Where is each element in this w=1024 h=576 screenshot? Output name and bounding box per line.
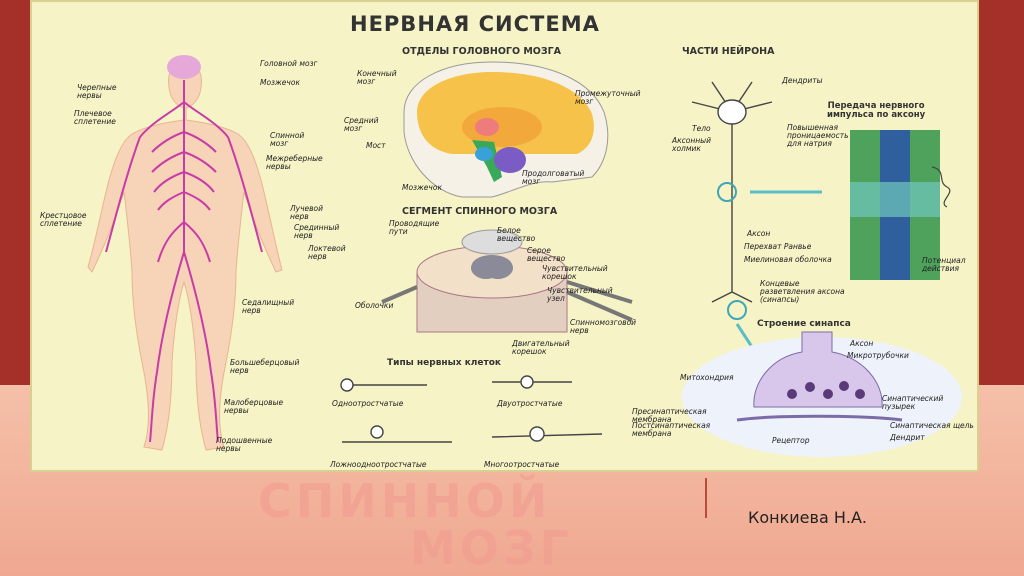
label-plantar-nerves: Подошвенные нервы [216,436,273,453]
label-synaptic-vesicle: Синаптический пузырек [882,394,944,411]
label-cerebellum: Мозжечок [260,78,300,87]
label-spinal-nerve: Спинномозговой нерв [570,318,637,335]
label-axon-terminals: Концевые разветвления аксона (синапсы) [760,279,845,304]
label-sciatic-nerve: Седалищный нерв [242,298,295,315]
label-dendrites: Дендриты [782,76,823,85]
label-white-matter: Белое вещество [497,226,536,243]
label-action-potential: Потенциал действия [922,256,966,273]
label-receptor: Рецептор [772,436,810,445]
spinal-segment-diagram [381,229,633,333]
label-cell-body: Тело [692,124,711,133]
label-midbrain: Средний мозг [344,116,379,133]
nervous-system-poster: НЕРВНАЯ СИСТЕМА ОТДЕЛЫ ГОЛОВНОГО МОЗГА Ч… [30,0,979,472]
label-telencephalon: Конечный мозг [357,69,397,86]
slide-title-line2: МОЗГ [410,521,573,575]
label-bipolar: Двуотростчатые [497,399,563,408]
label-spinal-cord: Спинной мозг [270,131,305,148]
label-ulnar-nerve: Локтевой нерв [308,244,346,261]
author-name: Конкиева Н.А. [748,508,867,527]
brain-section-title: ОТДЕЛЫ ГОЛОВНОГО МОЗГА [402,46,562,57]
label-pseudounipolar: Ложноодноотростчатые [330,460,427,469]
label-brain: Головной мозг [260,59,318,68]
label-conductive-paths: Проводящие пути [389,219,440,236]
brain-diagram [403,61,609,198]
label-myelin-sheath: Миелиновая оболочка [744,255,832,264]
spinal-section-title: СЕГМЕНТ СПИННОГО МОЗГА [402,206,558,217]
label-unipolar: Одноотростчатые [332,399,404,408]
label-presynaptic-membrane: Пресинаптическая мембрана [632,407,707,424]
poster-title: НЕРВНАЯ СИСТЕМА [350,12,600,36]
title-divider [705,478,707,518]
label-synaptic-cleft: Синаптическая щель [890,421,974,430]
slide-title-line1: СПИННОЙ [258,474,552,528]
label-gray-matter: Серое вещество [527,246,566,263]
label-node-of-ranvier: Перехват Ранвье [744,242,812,251]
axon-impulse-diagram [850,130,951,280]
label-multipolar: Многоотростчатые [484,460,560,469]
label-radial-nerve: Лучевой нерв [290,204,324,221]
synapse-section-title: Строение синапса [757,319,851,329]
label-intercostal-nerves: Межреберные нервы [266,154,323,171]
label-meninges: Оболочки [355,301,394,310]
label-mitochondria: Митохондрия [680,373,734,382]
label-motor-root: Двигательный корешок [512,339,570,356]
label-median-nerve: Срединный нерв [294,223,340,240]
neuron-diagram [691,81,822,348]
label-brain-cerebellum: Мозжечок [402,183,442,192]
label-sensory-root: Чувствительный корешок [542,264,608,281]
label-postsynaptic-membrane: Постсинаптическая мембрана [632,421,711,438]
label-synapse-dendrite: Дендрит [890,433,925,442]
neuron-section-title: ЧАСТИ НЕЙРОНА [682,46,775,57]
nerve-cell-types-diagram [340,375,603,443]
impulse-section-title: Передача нервного импульса по аксону [827,101,926,120]
label-microtubules: Микротрубочки [847,351,909,360]
label-sacral-plexus: Крестцовое сплетение [40,211,87,228]
synapse-diagram [682,331,962,457]
human-body-figure [87,55,283,451]
label-peroneal-nerves: Малоберцовые нервы [224,398,284,415]
poster-illustrations [87,55,962,457]
label-axon: Аксон [747,229,771,238]
label-sensory-ganglion: Чувствительный узел [547,286,613,303]
label-axon-hillock: Аксонный холмик [672,136,711,153]
label-cranial-nerves: Черепные нервы [77,83,117,100]
label-synapse-axon: Аксон [850,339,874,348]
label-pons: Мост [366,141,386,150]
cell-types-title: Типы нервных клеток [387,358,502,368]
label-brachial-plexus: Плечевое сплетение [74,109,116,126]
label-medulla: Продолговатый мозг [522,169,585,186]
label-diencephalon: Промежуточный мозг [575,89,641,106]
label-tibial-nerve: Большеберцовый нерв [230,358,300,375]
label-sodium-permeability: Повышенная проницаемость для натрия [787,123,849,148]
